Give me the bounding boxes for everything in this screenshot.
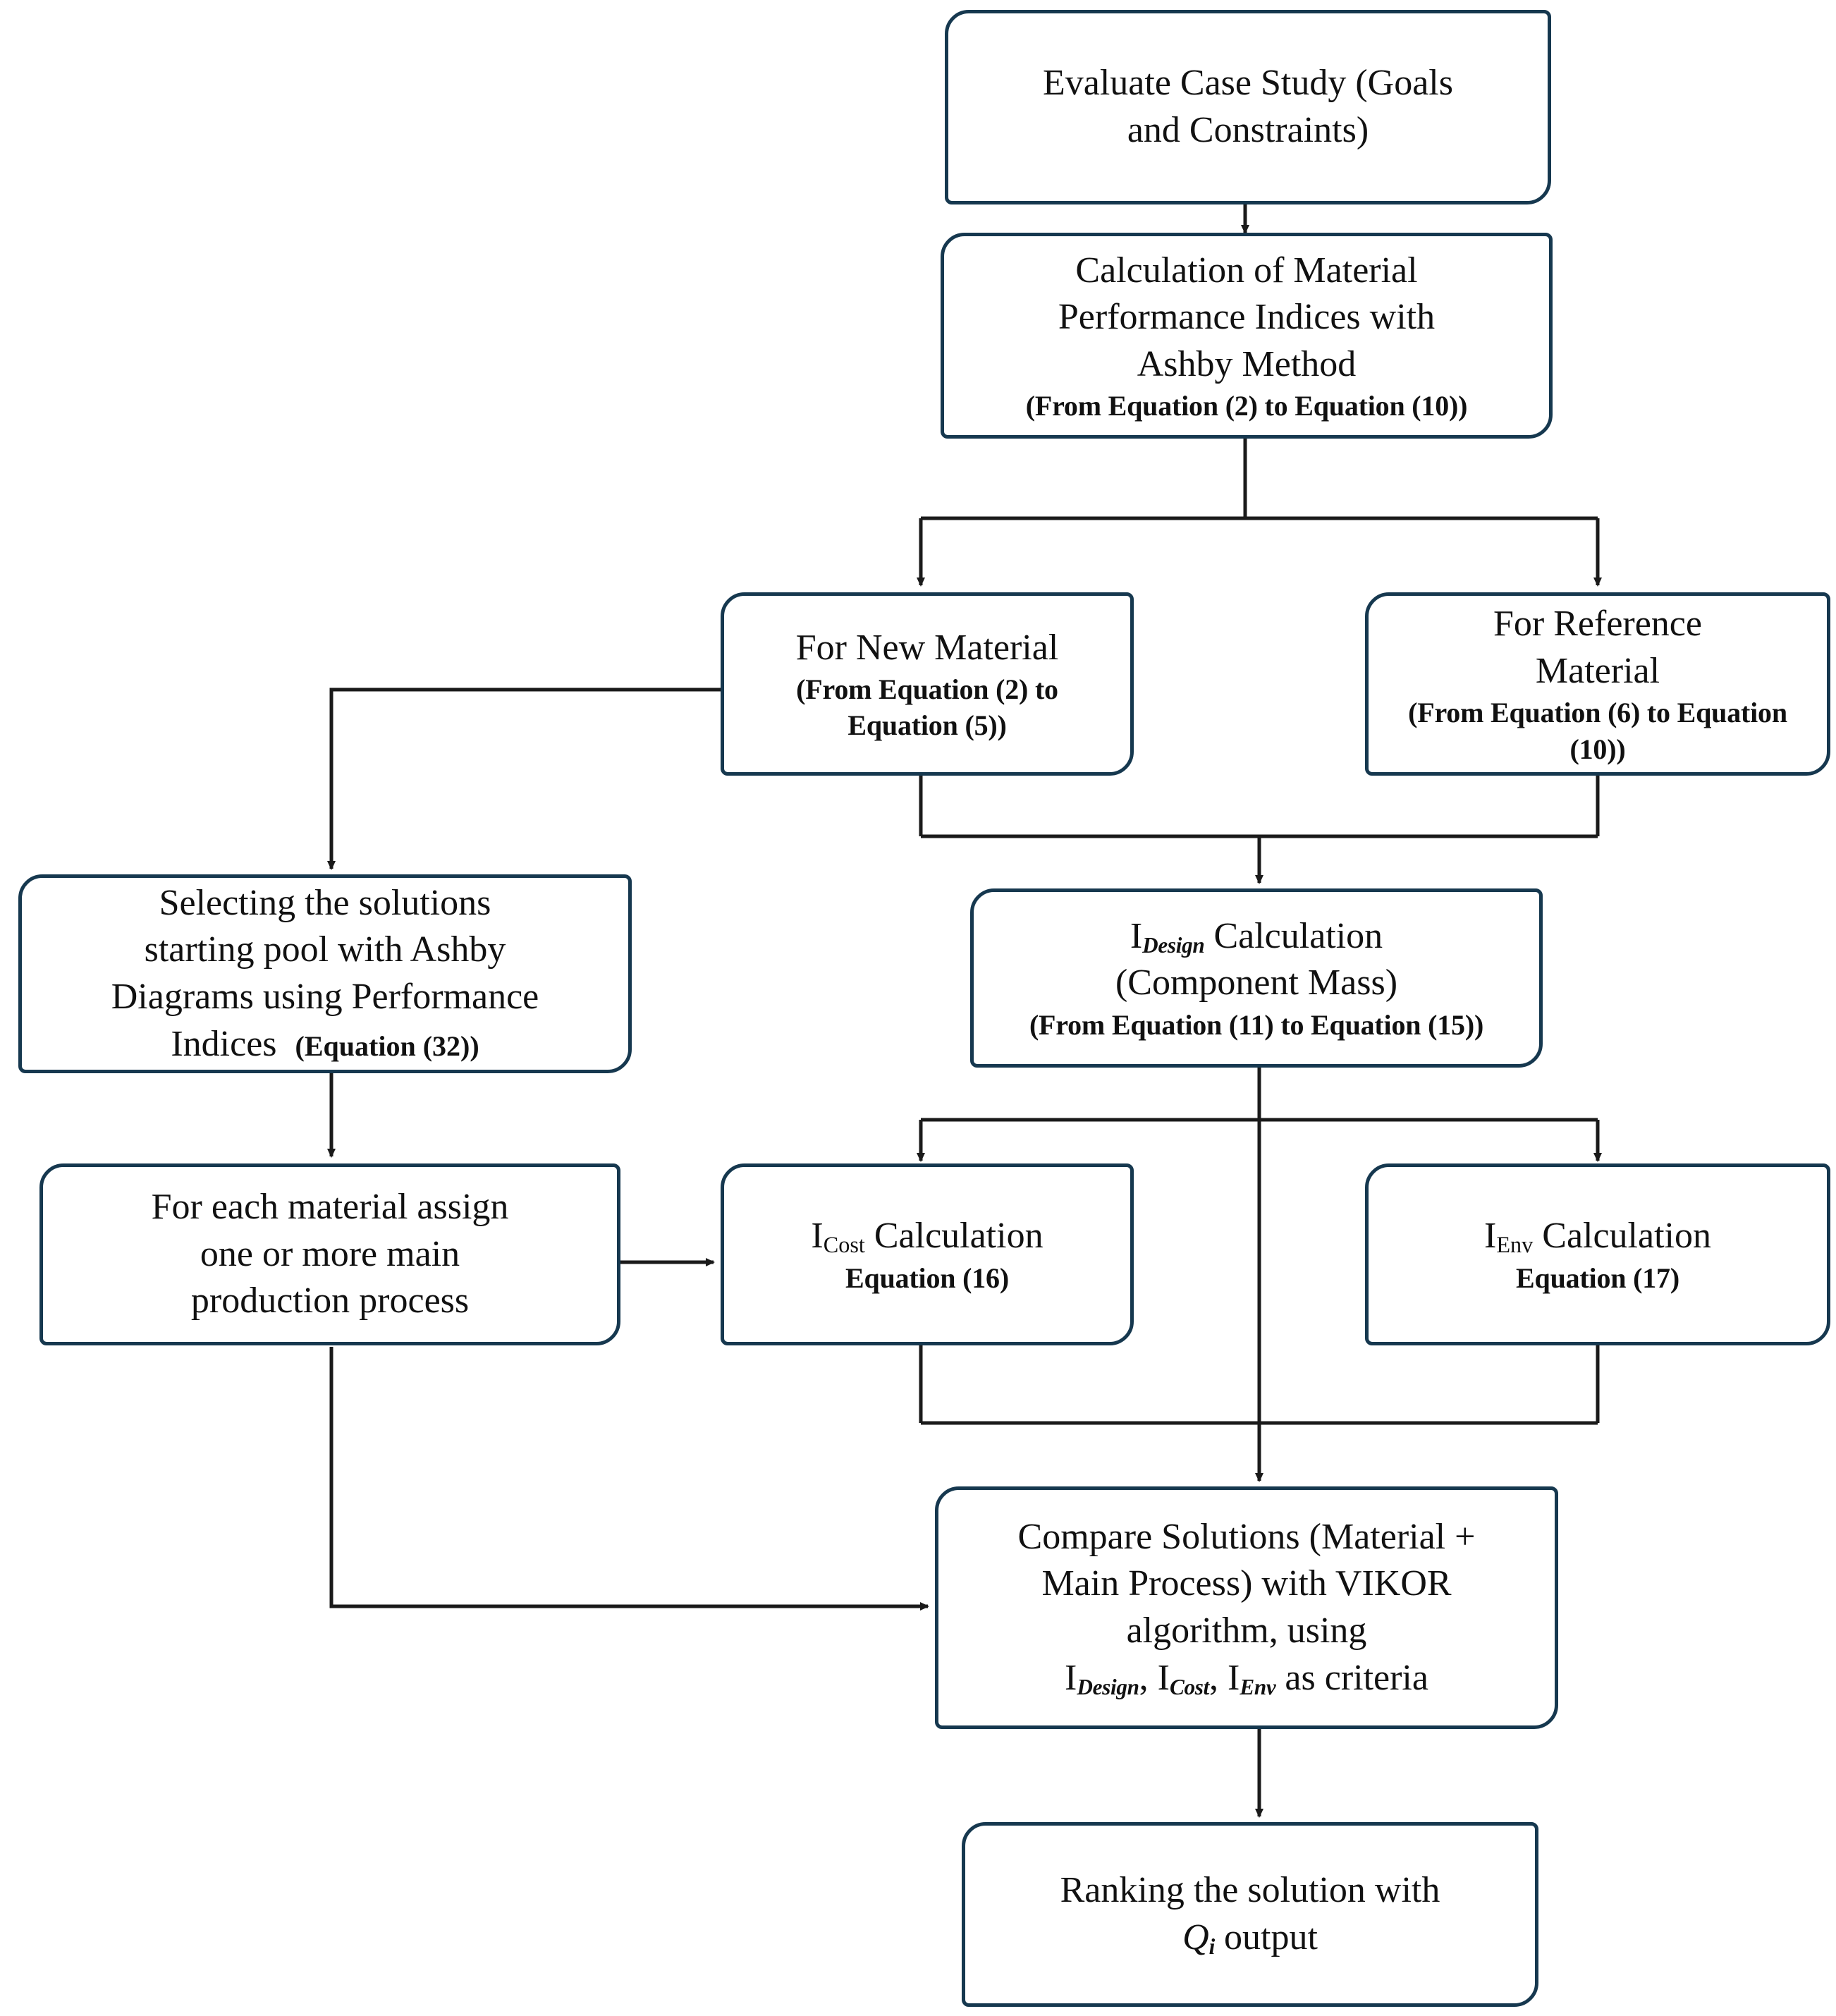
i-design-calculation-word: Calculation [1204,915,1383,956]
i-cost-calculation-word: Calculation [864,1216,1044,1257]
i-design-calculation-title: IDesign Calculation [986,913,1526,960]
evaluate-case-study-line-1: Evaluate Case Study (Goals [1043,63,1453,104]
criteria-suffix: as criteria [1275,1657,1428,1698]
selecting-solutions-pool-node[interactable]: Selecting the solutions starting pool wi… [18,874,632,1073]
for-each-material-process-node[interactable]: For each material assign one or more mai… [39,1163,620,1345]
criteria-subscript-design: Design [1077,1674,1139,1699]
selecting-solutions-pool-line-1: Selecting the solutions [159,882,491,923]
for-reference-material-line-2: Material [1535,650,1660,691]
for-new-material-line-1: For New Material [795,627,1059,668]
ranking-output-subscript: i [1208,1933,1216,1959]
i-cost-calculation-title: ICost Calculation [737,1213,1118,1260]
i-env-calculation-equation: Equation (17) [1516,1261,1679,1294]
edge-for-each-material-to-compare [329,1347,929,1611]
selecting-solutions-pool-line-4: Indices (Equation (32)) [35,1021,616,1068]
criteria-separator-2: , I [1209,1657,1240,1698]
calculation-material-indices-equation: (From Equation (2) to Equation (10)) [1025,390,1468,422]
compare-solutions-line-1: Compare Solutions (Material + [1017,1516,1476,1557]
selecting-solutions-pool-line-3: Diagrams using Performance [111,977,539,1017]
for-new-material-equation-line-2: Equation (5)) [847,709,1007,742]
evaluate-case-study-line-2: and Constraints) [1127,110,1369,150]
for-each-material-line-1: For each material assign [151,1187,509,1228]
i-design-calculation-node[interactable]: IDesign Calculation (Component Mass) (Fr… [970,888,1543,1068]
i-env-calculation-node[interactable]: IEnv Calculation Equation (17) [1365,1163,1830,1345]
ranking-solution-output: Qi output [978,1914,1522,1962]
for-reference-material-equation-line-1: (From Equation (6) to Equation [1408,697,1787,729]
for-each-material-line-2: one or more main [200,1233,460,1274]
criteria-subscript-env: Env [1240,1674,1276,1699]
calculation-material-indices-line-1: Calculation of Material [1075,250,1418,291]
i-cost-symbol: I [811,1216,824,1257]
for-new-material-node[interactable]: For New Material (From Equation (2) to E… [721,592,1134,776]
edge-new-material-to-selecting-pool [327,688,721,870]
i-design-symbol: I [1130,915,1143,956]
ranking-solution-line-1: Ranking the solution with [1060,1870,1440,1911]
for-new-material-equation-line-1: (From Equation (2) to [796,673,1058,706]
i-design-calculation-equation: (From Equation (11) to Equation (15)) [1029,1008,1484,1041]
for-reference-material-equation-line-2: (10)) [1569,733,1626,765]
compare-solutions-criteria: IDesign, ICost, IEnv as criteria [951,1655,1542,1702]
calculation-material-indices-node[interactable]: Calculation of Material Performance Indi… [941,233,1553,439]
i-cost-subscript: Cost [823,1232,865,1258]
ranking-output-suffix: output [1215,1917,1318,1957]
selecting-solutions-pool-equation: (Equation (32)) [295,1030,479,1062]
i-env-symbol: I [1484,1216,1497,1257]
for-each-material-line-3: production process [190,1281,470,1321]
criteria-subscript-cost: Cost [1170,1674,1209,1699]
evaluate-case-study-node[interactable]: Evaluate Case Study (Goals and Constrain… [945,10,1551,204]
for-reference-material-node[interactable]: For Reference Material (From Equation (6… [1365,592,1830,776]
calculation-material-indices-line-3: Ashby Method [1137,343,1357,384]
compare-solutions-line-2: Main Process) with VIKOR [1041,1563,1452,1604]
ranking-output-symbol: Q [1182,1917,1209,1957]
compare-solutions-vikor-node[interactable]: Compare Solutions (Material + Main Proce… [935,1486,1558,1729]
i-env-calculation-word: Calculation [1533,1216,1711,1257]
i-env-calculation-title: IEnv Calculation [1381,1213,1814,1260]
for-reference-material-line-1: For Reference [1493,604,1702,644]
calculation-material-indices-line-2: Performance Indices with [1058,297,1436,338]
i-design-subscript: Design [1142,932,1205,958]
compare-solutions-line-3: algorithm, using [1126,1611,1367,1651]
i-env-subscript: Env [1496,1232,1534,1258]
selecting-solutions-pool-line-2: starting pool with Ashby [144,929,506,970]
criteria-symbol-1: I [1065,1657,1077,1698]
i-cost-calculation-equation: Equation (16) [845,1261,1009,1294]
ranking-solution-node[interactable]: Ranking the solution with Qi output [962,1822,1538,2007]
i-design-calculation-line-2: (Component Mass) [1115,963,1398,1003]
i-cost-calculation-node[interactable]: ICost Calculation Equation (16) [721,1163,1134,1345]
selecting-solutions-pool-last-text: Indices [171,1023,277,1064]
criteria-separator-1: , I [1139,1657,1170,1698]
